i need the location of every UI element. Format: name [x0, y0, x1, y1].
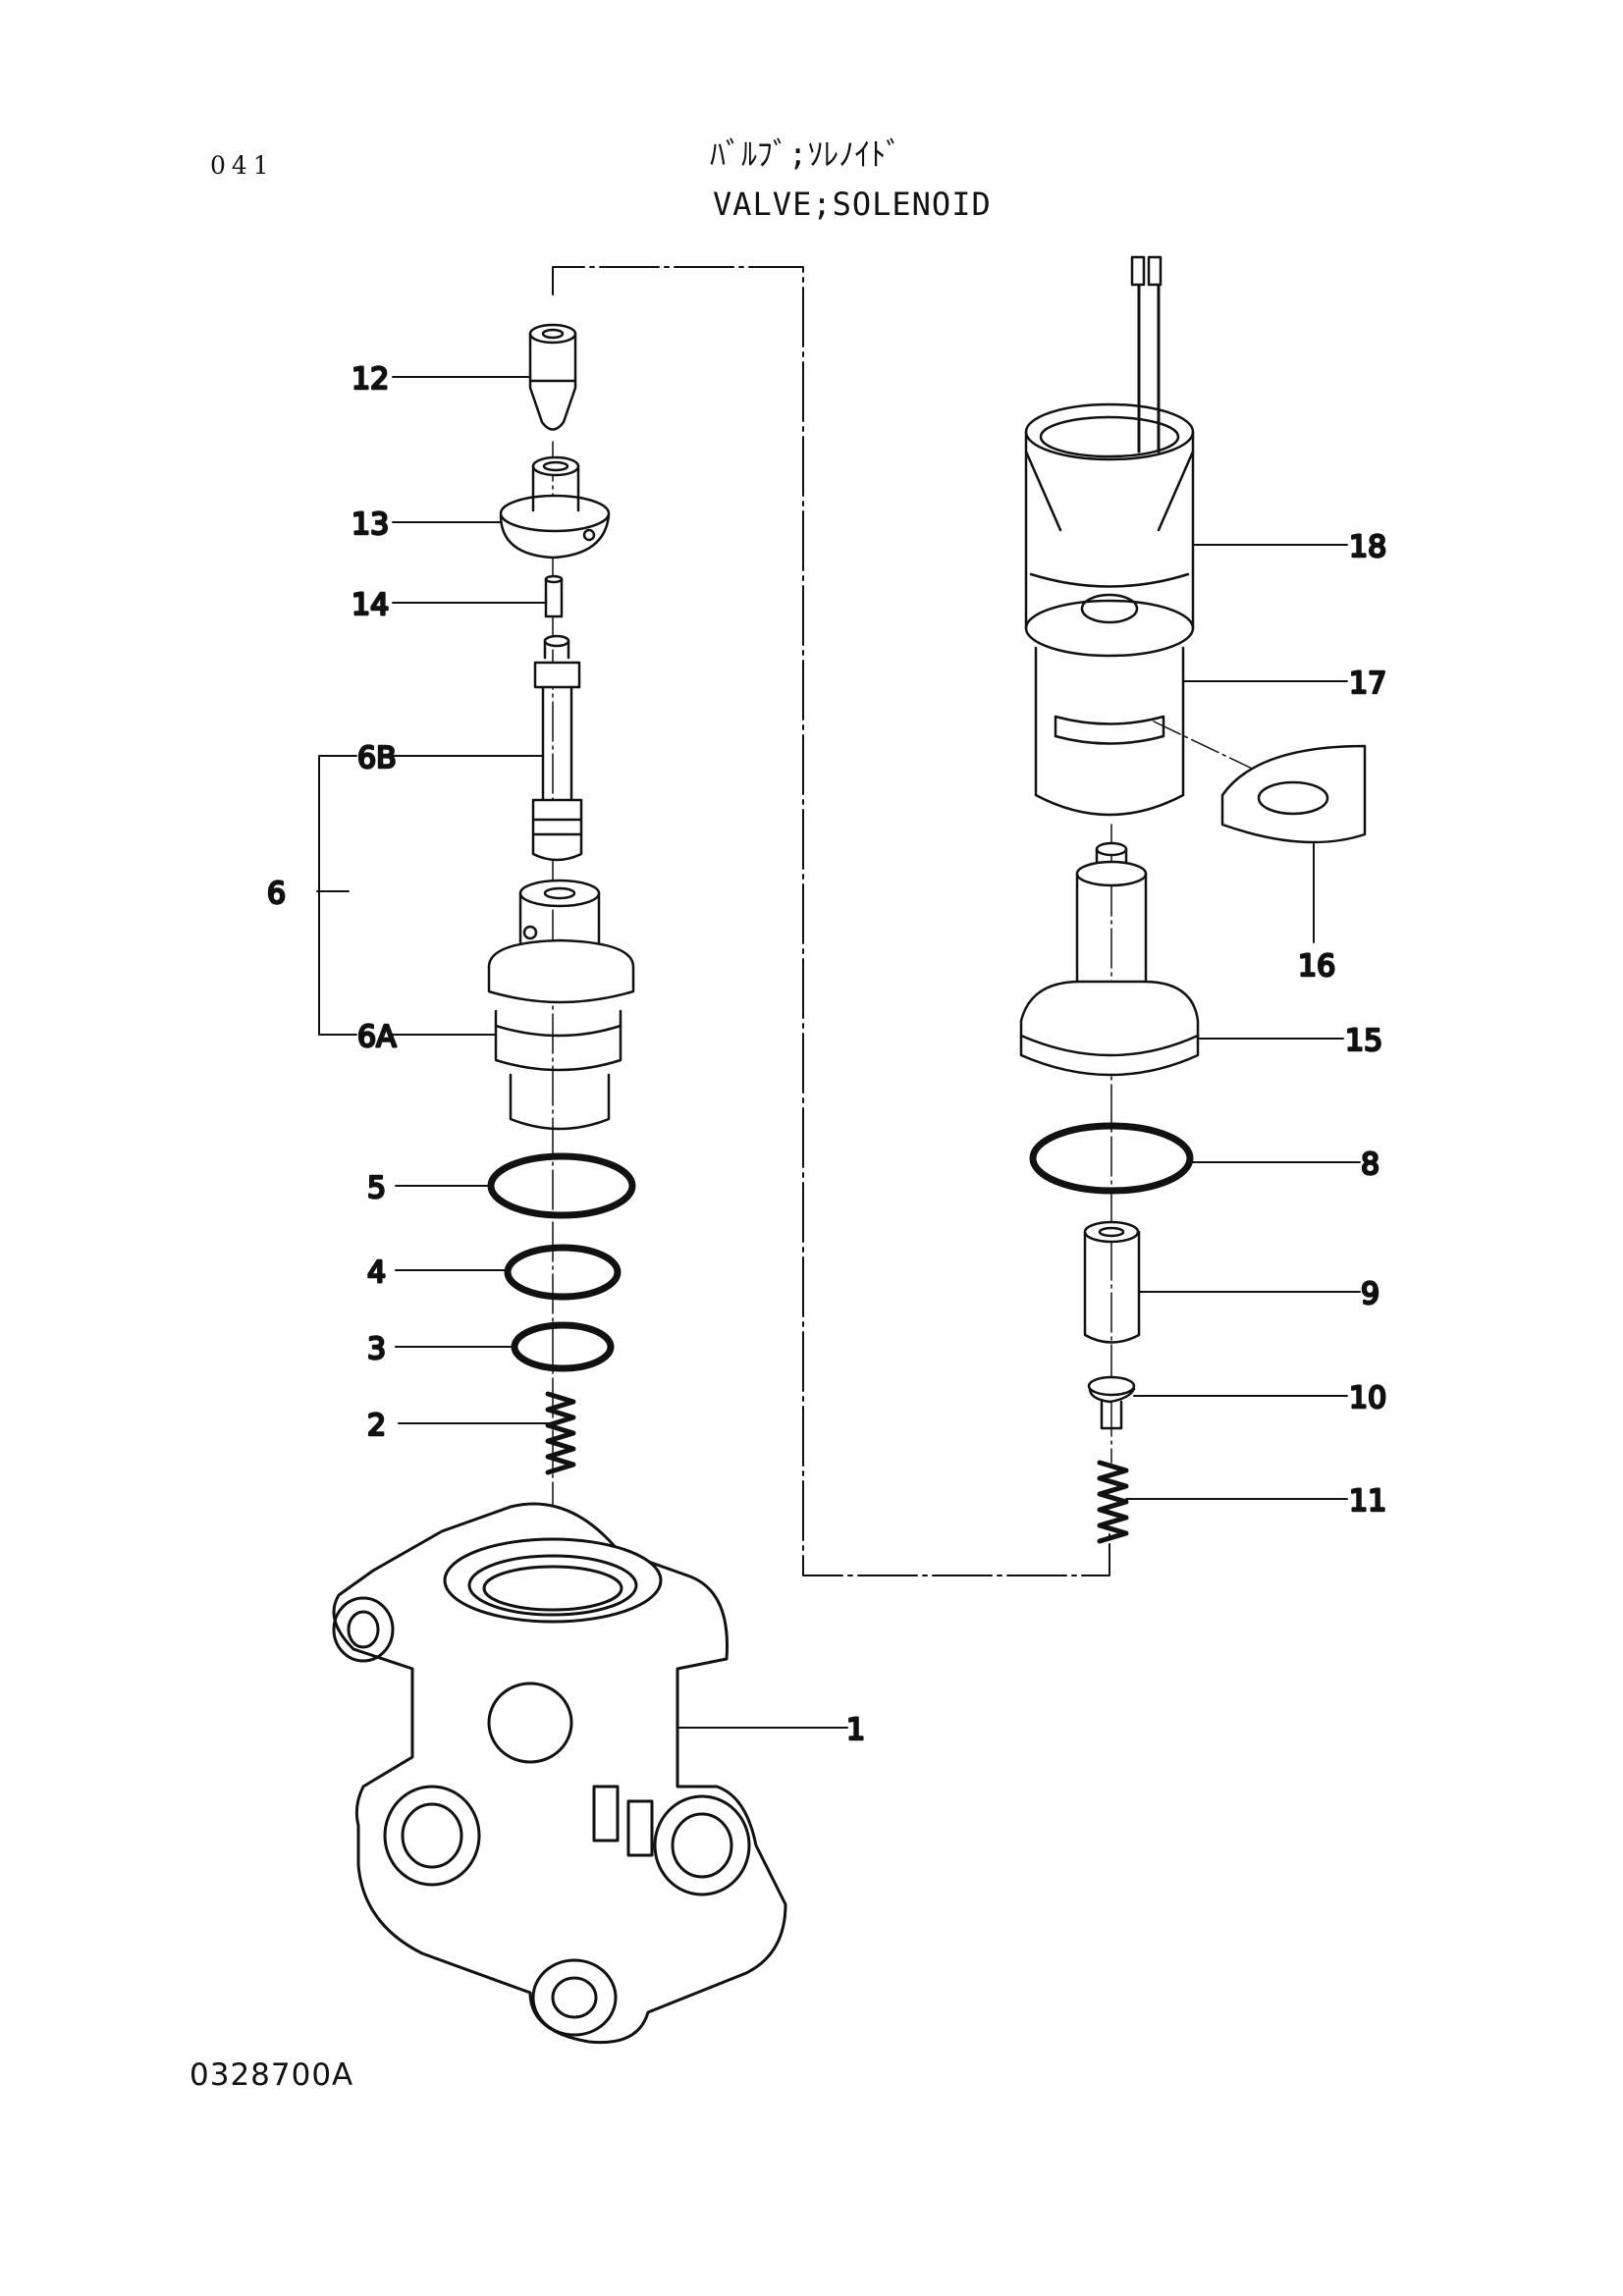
- callout-5: 5: [367, 1171, 386, 1205]
- o-rings-3-4-5: [487, 1152, 636, 1372]
- callout-9: 9: [1361, 1277, 1380, 1311]
- part-8-o-ring: [1029, 1122, 1194, 1195]
- leader-lines: [316, 376, 1361, 1729]
- part-11-spring: [1097, 1460, 1129, 1544]
- part-9-sleeve: [1083, 1220, 1141, 1344]
- part-15-stem: [1019, 841, 1200, 1077]
- callout-10: 10: [1349, 1381, 1386, 1415]
- part-13-flange: [499, 455, 611, 560]
- part-16-washer: [1220, 744, 1367, 844]
- callout-2: 2: [367, 1409, 386, 1443]
- title-katakana: ﾊﾞﾙﾌﾞ;ｿﾚﾉｲﾄﾞ: [710, 135, 902, 173]
- callout-13: 13: [352, 507, 389, 542]
- callout-4: 4: [367, 1255, 386, 1290]
- callout-16: 16: [1298, 949, 1335, 984]
- part-14-pin: [544, 574, 564, 618]
- part-18-solenoid-coil: [1024, 255, 1195, 658]
- part-1-valve-body: [332, 1502, 787, 2045]
- part-6a-sleeve: [487, 879, 635, 1131]
- part-10-seat: [1087, 1375, 1136, 1430]
- callout-17: 17: [1349, 667, 1386, 701]
- callout-18: 18: [1349, 530, 1386, 564]
- callout-1: 1: [846, 1713, 865, 1747]
- title-english: VALVE;SOLENOID: [713, 186, 992, 223]
- page-number: 041: [210, 151, 275, 180]
- callout-11: 11: [1349, 1484, 1386, 1519]
- callout-8: 8: [1361, 1148, 1380, 1182]
- callout-6: 6: [267, 877, 286, 911]
- part-12-nozzle: [528, 323, 577, 431]
- part-2-spring: [545, 1391, 576, 1475]
- part-17-housing: [1034, 646, 1268, 817]
- assembly-link-line: [552, 266, 1110, 1576]
- callout-14: 14: [352, 588, 389, 622]
- part-6b-spool: [531, 634, 583, 862]
- callout-12: 12: [352, 362, 389, 397]
- callout-3: 3: [367, 1332, 386, 1366]
- callout-6b: 6B: [357, 741, 397, 775]
- callout-6a: 6A: [357, 1020, 397, 1054]
- callout-15: 15: [1345, 1024, 1382, 1058]
- drawing-number: 0328700A: [189, 2057, 354, 2093]
